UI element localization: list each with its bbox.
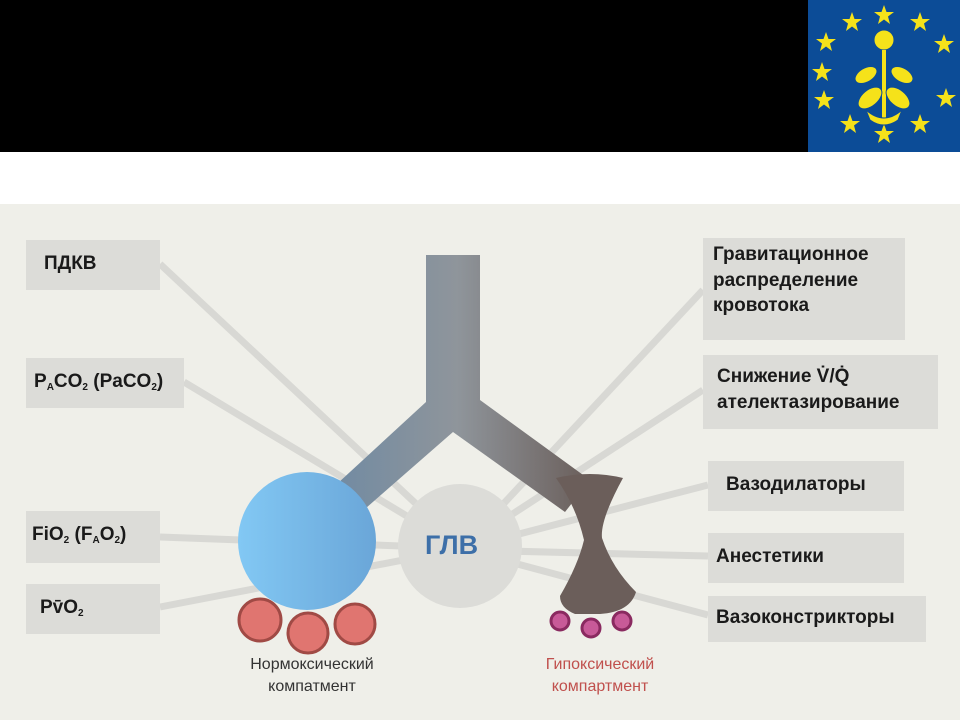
factor-label: Снижение V̇/Q̇ (717, 366, 850, 387)
factor-label: Вазоконстрикторы (716, 607, 895, 628)
star-icon (816, 32, 836, 51)
star-icon (874, 5, 894, 24)
factor-label: PACO2 (PaCO2) (34, 371, 164, 393)
star-icon (874, 124, 894, 143)
airway-tree (325, 255, 590, 522)
hypoxic-alveolus (556, 474, 636, 614)
star-icon (842, 12, 862, 31)
normoxic-alveolus (238, 472, 376, 610)
vessel-circle (611, 610, 633, 632)
factor-box-vasodilators: Вазодилаторы (708, 461, 904, 511)
star-icon (910, 12, 930, 31)
vessel-circle (333, 602, 377, 646)
center-hub (398, 484, 522, 608)
factor-box-vq: Снижение V̇/Q̇ ателектазирование (703, 355, 938, 429)
hypoxic-compartment-label: Гипоксический компартмент (545, 656, 655, 696)
factor-label: Гравитационное (713, 244, 869, 265)
star-icon (910, 114, 930, 133)
factor-box-anesthetics: Анестетики (708, 533, 904, 583)
factor-box-gravity: Гравитационное распределение кровотока (703, 238, 905, 340)
factor-box-pvo2: Pv̄O2 (26, 584, 160, 634)
vessel-circle (549, 610, 571, 632)
vessel-circle (286, 611, 330, 655)
star-icon (840, 114, 860, 133)
factor-box-paco2: PACO2 (PaCO2) (26, 358, 184, 408)
normoxic-compartment-label: Нормоксический компатмент (250, 656, 374, 696)
normoxic-vessels (237, 597, 377, 655)
vessel-circle (237, 597, 283, 643)
hypoxic-vessels (549, 610, 633, 639)
factor-box-pdkv: ПДКВ (26, 240, 160, 290)
flower-icon (854, 29, 914, 126)
title-bar (0, 0, 960, 152)
connector-line (157, 261, 463, 548)
vessel-circle (580, 617, 602, 639)
logo-emblem (808, 0, 960, 152)
center-label: ГЛВ (425, 530, 479, 560)
factor-label: ателектазирование (717, 391, 900, 413)
factor-label: кровотока (713, 295, 810, 317)
star-icon (934, 34, 954, 53)
star-icon (812, 62, 832, 81)
factor-label: Pv̄O2 (40, 597, 84, 619)
factor-label: распределение (713, 269, 859, 291)
star-icon (936, 88, 956, 107)
connector-line (462, 287, 706, 548)
factor-label: Анестетики (716, 546, 824, 567)
factor-label: FiO2 (FAO2) (32, 524, 127, 546)
factor-label: ПДКВ (44, 253, 97, 274)
factor-box-vasoconstrictors: Вазоконстрикторы (708, 596, 926, 642)
star-icons (812, 5, 956, 143)
factor-label: Вазодилаторы (726, 474, 866, 495)
factor-box-fio2: FiO2 (FAO2) (26, 511, 160, 563)
star-icon (814, 90, 834, 109)
